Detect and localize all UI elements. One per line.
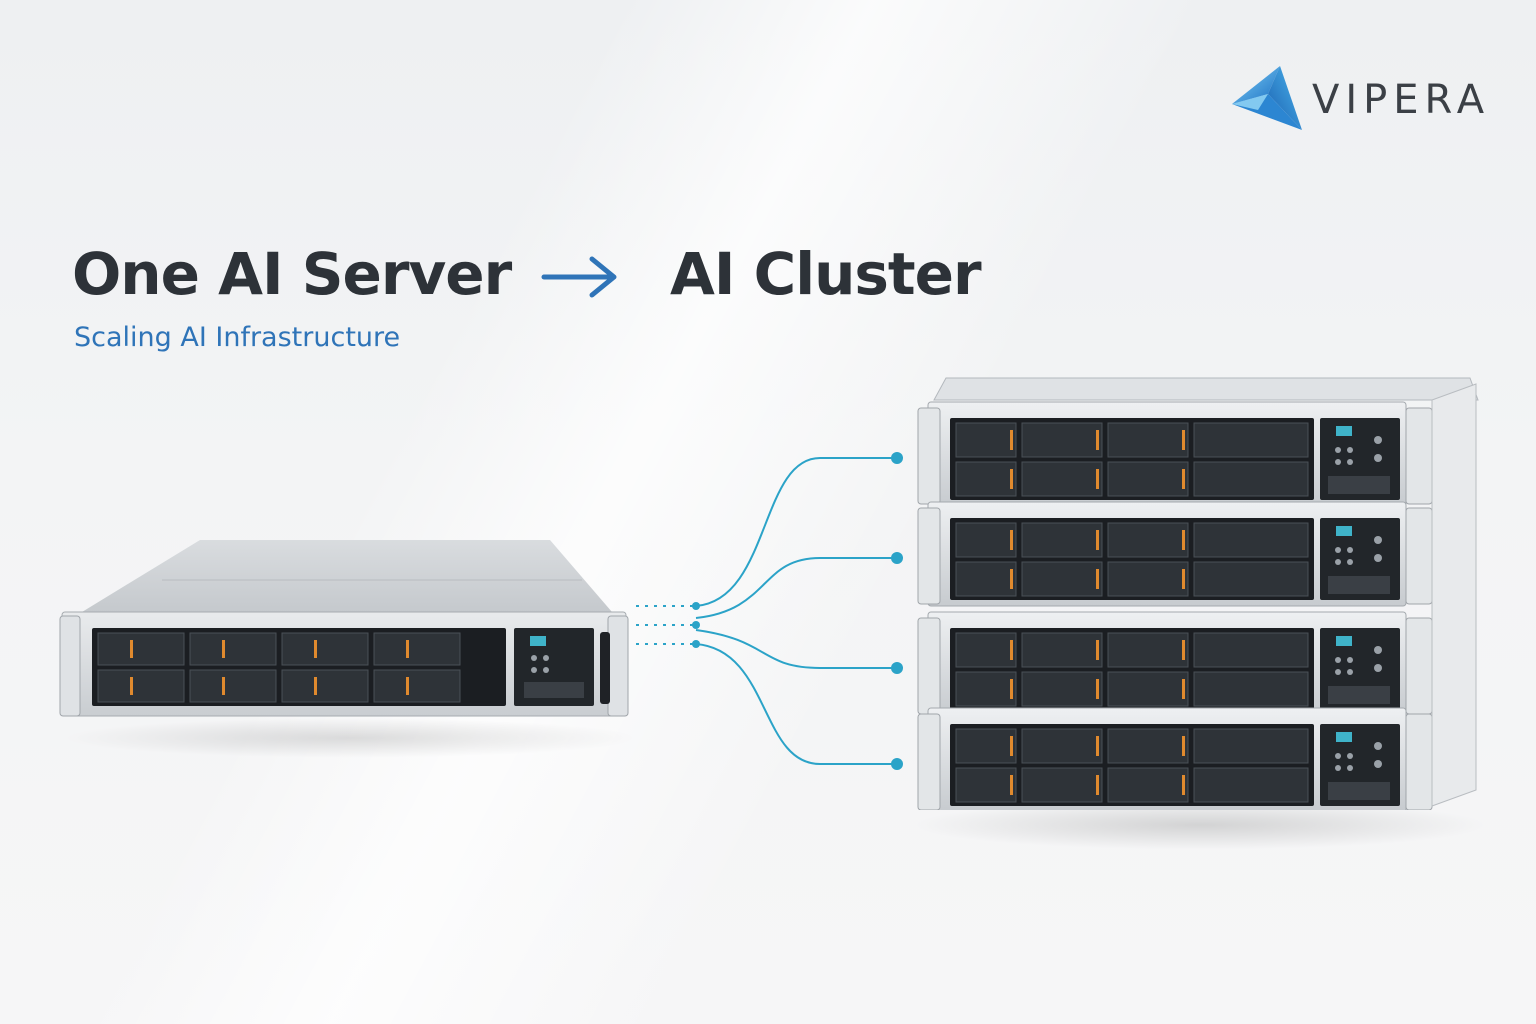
server-shadow	[60, 718, 640, 758]
brand-logo: VIPERA	[1228, 64, 1508, 136]
server-cluster	[917, 377, 1479, 810]
headline-left: One AI Server	[72, 240, 512, 308]
vipera-triangle-logo-icon	[1232, 66, 1302, 130]
server-unit-2	[917, 501, 1433, 607]
arrow-right-icon	[541, 256, 617, 298]
subtitle: Scaling AI Infrastructure	[74, 322, 401, 353]
server-unit-1	[917, 401, 1433, 507]
server-unit-3	[917, 611, 1433, 717]
headline-right: AI Cluster	[670, 240, 982, 308]
server-unit-4	[917, 707, 1433, 810]
2u-server-icon	[59, 540, 629, 717]
brand-name: VIPERA	[1312, 77, 1491, 123]
